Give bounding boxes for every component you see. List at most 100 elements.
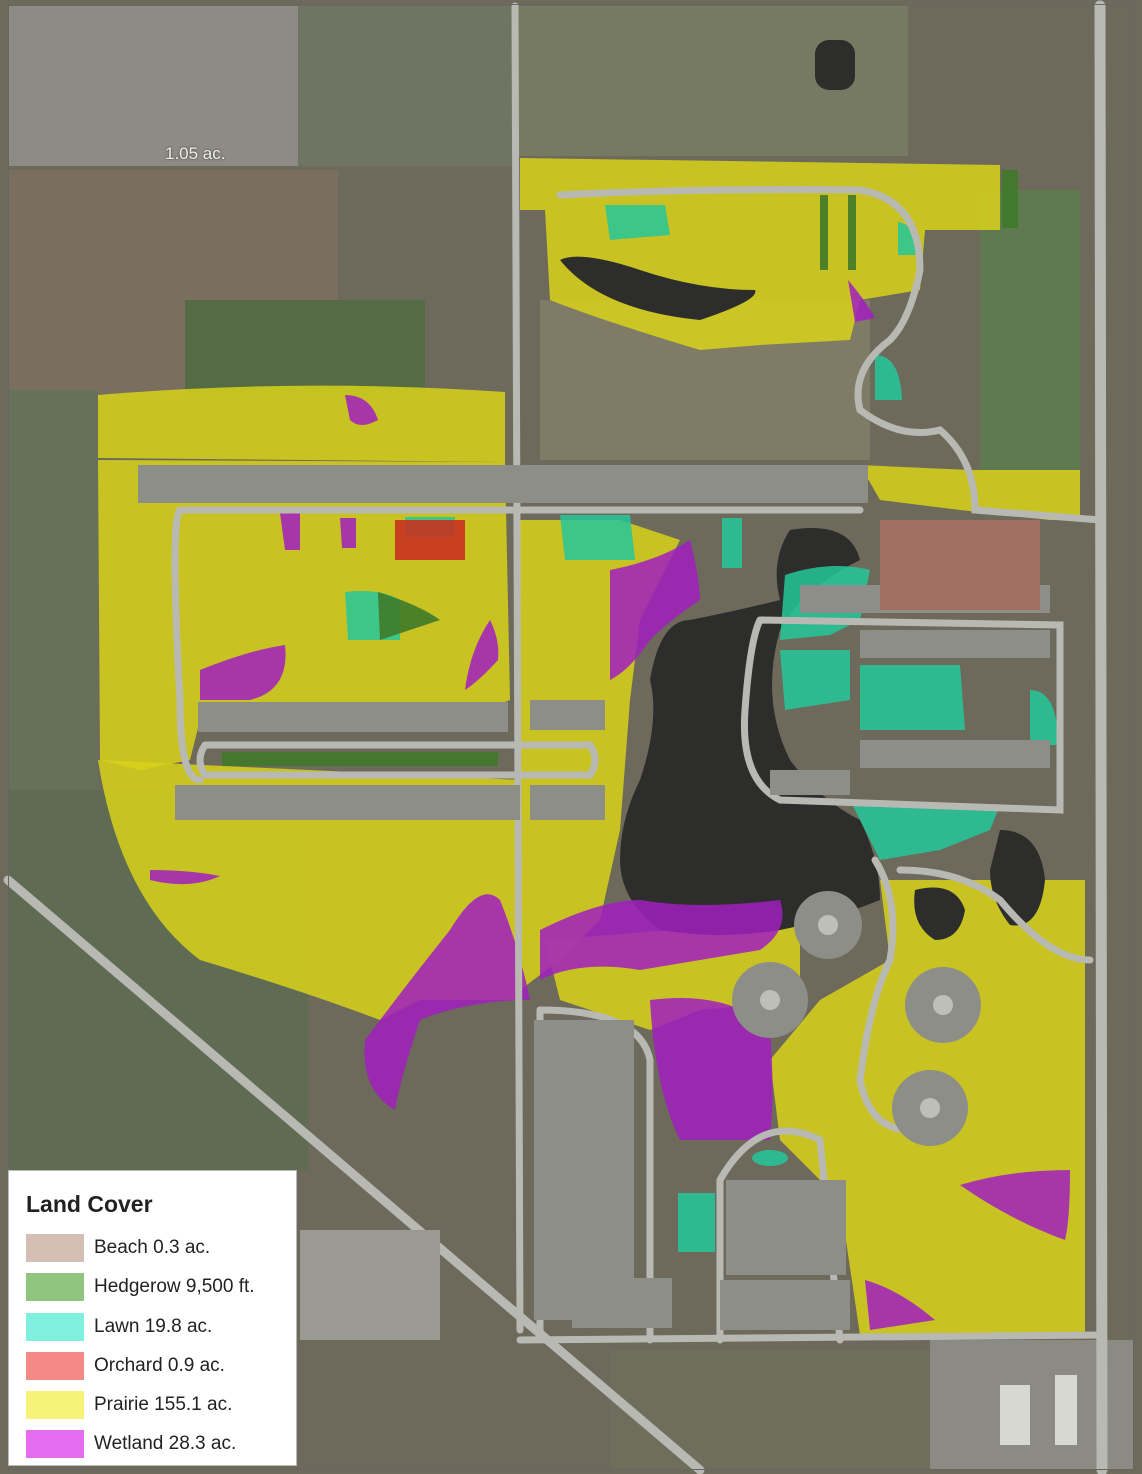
legend-item-lawn: Lawn 19.8 ac.	[26, 1313, 294, 1345]
legend-label-beach: Beach 0.3 ac.	[94, 1237, 211, 1258]
wetland-patch	[650, 998, 773, 1140]
legend-item-hedgerow: Hedgerow 9,500 ft.	[26, 1273, 294, 1305]
legend-title: Land Cover	[26, 1191, 153, 1217]
house-row	[860, 630, 1050, 658]
pond	[560, 256, 756, 320]
hedgerow-patch	[1002, 170, 1018, 228]
pond	[914, 887, 965, 940]
lawn-patch	[560, 515, 635, 560]
hedgerow-patch	[820, 195, 828, 270]
wetland-patch	[340, 518, 356, 548]
warehouse-roof	[1055, 1375, 1077, 1445]
prairie-patch	[860, 465, 1080, 520]
road	[511, 2, 524, 1334]
housing-clusters	[138, 465, 1050, 1330]
legend-item-wetland: Wetland 28.3 ac.	[26, 1430, 294, 1462]
house-row	[138, 465, 868, 503]
wetland-patch	[865, 1280, 935, 1330]
wetland-patch	[345, 395, 378, 425]
wetland-patch	[280, 513, 300, 550]
house-block	[726, 1180, 846, 1275]
legend-label-wetland: Wetland 28.3 ac.	[94, 1433, 237, 1454]
wetland-patch	[200, 645, 286, 700]
lawn-patch	[605, 205, 670, 240]
house-block	[534, 1020, 634, 1320]
legend-label-lawn: Lawn 19.8 ac.	[94, 1316, 213, 1337]
road	[196, 741, 599, 779]
legend-swatch-orchard	[26, 1352, 84, 1380]
lawn-patch	[898, 222, 918, 255]
wetland-patch	[465, 620, 499, 690]
house-row	[175, 785, 520, 820]
map-area-label: 1.05 ac.	[165, 144, 226, 163]
cul-de-sac-center	[933, 995, 953, 1015]
farm-field	[185, 300, 425, 400]
lawn-patch	[722, 518, 742, 568]
hedgerow-patch	[222, 752, 498, 766]
warehouse-roof	[1000, 1385, 1030, 1445]
cul-de-sac-centers	[760, 915, 953, 1118]
house-row	[198, 702, 508, 732]
wetland-patch	[364, 894, 530, 1110]
wetland-patch	[540, 900, 783, 980]
legend-swatch-hedgerow	[26, 1273, 84, 1301]
wetland-overlay	[150, 280, 1070, 1330]
highway	[1094, 0, 1108, 1474]
hedgerow-overlay	[222, 170, 1018, 766]
cul-de-sac-center	[920, 1098, 940, 1118]
neighborhood-north	[8, 6, 298, 166]
wetland-patch	[150, 870, 220, 885]
water-bodies	[560, 40, 1045, 940]
lawn-patch	[860, 665, 965, 730]
legend-item-orchard: Orchard 0.9 ac.	[26, 1352, 294, 1384]
road	[716, 1127, 844, 1344]
road	[516, 1331, 1104, 1344]
wetland-patch	[960, 1170, 1070, 1240]
road	[896, 866, 1094, 964]
wetland-patch	[848, 280, 875, 322]
legend-label-orchard: Orchard 0.9 ac.	[94, 1355, 225, 1376]
legend-label-hedgerow: Hedgerow 9,500 ft.	[94, 1276, 255, 1297]
house-row	[860, 740, 1050, 768]
road	[556, 186, 1104, 524]
prairie-patch	[98, 760, 520, 1020]
apartment-block	[880, 520, 1040, 610]
lake	[620, 528, 880, 935]
house-block	[572, 1278, 672, 1328]
legend-item-beach: Beach 0.3 ac.	[26, 1234, 294, 1266]
lawn-patch	[752, 1150, 788, 1166]
railway	[3, 875, 705, 1474]
field-south	[610, 1350, 930, 1470]
house-block	[720, 1280, 850, 1330]
neighborhood-north	[298, 6, 518, 166]
land-cover-legend: Land Cover Beach 0.3 ac. Hedgerow 9,500 …	[8, 1170, 297, 1466]
house-row	[770, 770, 850, 795]
legend-swatch-beach	[26, 1234, 84, 1262]
farm-field	[8, 390, 98, 790]
prairie-patch	[98, 385, 505, 462]
legend-swatch-lawn	[26, 1313, 84, 1341]
parking-lot	[300, 1230, 440, 1340]
pond	[815, 40, 855, 90]
lawn-patch	[1030, 690, 1058, 745]
legend-swatch-wetland	[26, 1430, 84, 1458]
cul-de-sac-center	[818, 915, 838, 935]
house-row	[530, 785, 605, 820]
lawn-patch	[780, 650, 850, 710]
lawn-patch	[678, 1193, 715, 1252]
legend-label-prairie: Prairie 155.1 ac.	[94, 1394, 233, 1415]
house-row	[530, 700, 605, 730]
cul-de-sac-center	[760, 990, 780, 1010]
road	[171, 506, 204, 784]
lawn-patch	[850, 800, 1000, 860]
hedgerow-patch	[848, 195, 856, 270]
orchard-overlay	[395, 520, 465, 560]
legend-item-prairie: Prairie 155.1 ac.	[26, 1391, 294, 1423]
lawn-patch	[875, 355, 902, 400]
road	[856, 856, 914, 1134]
legend-swatch-prairie	[26, 1391, 84, 1419]
hedgerow-patch	[378, 592, 440, 640]
farm-field	[980, 190, 1080, 470]
